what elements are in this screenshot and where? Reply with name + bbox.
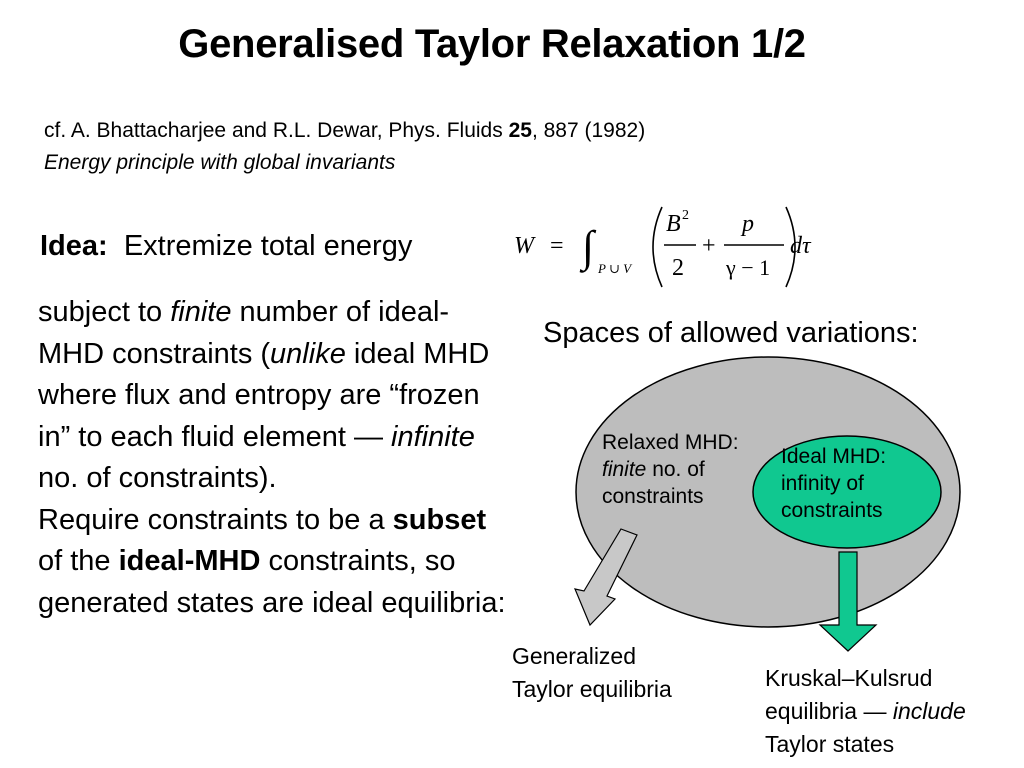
citation-volume: 25 [508, 119, 532, 142]
label-line: Ideal MHD: [781, 445, 887, 468]
body-run: constraints, so generated states are ide… [38, 545, 506, 619]
ideal-mhd-label: Ideal MHD: infinity of constraints [781, 443, 886, 524]
formula-lhs: W [514, 233, 536, 259]
body-run: ideal MHD where flux and entropy are “fr… [38, 337, 490, 453]
left-paren [652, 206, 663, 288]
label-line: constraints [781, 499, 883, 522]
formula-p: p [740, 211, 754, 237]
citation-suffix: , 887 (1982) [531, 119, 646, 142]
body-run: of the [38, 545, 119, 577]
body-emphasis: infinite [391, 420, 475, 453]
body-text: subject to finite number of ideal-MHD co… [38, 292, 508, 624]
formula-differential: dτ [790, 233, 812, 259]
formula-gamma: γ − 1 [725, 255, 770, 280]
ideal-mhd-space [752, 435, 942, 549]
grey-arrow-icon [574, 528, 638, 627]
formula-two: 2 [672, 255, 684, 281]
label-line: infinity of [781, 472, 864, 495]
idea-line: Idea: Extremize total energy [40, 230, 412, 263]
label-line: constraints [602, 485, 704, 508]
label-line: Relaxed MHD: [602, 431, 739, 454]
formula-equals: = [550, 233, 564, 259]
label-line: no. of [646, 458, 705, 481]
green-arrow-icon [818, 551, 878, 652]
energy-formula: W = ∫ P ∪ V B 2 2 + p γ − 1 dτ [514, 206, 812, 288]
body-run: number of ideal-MHD constraints ( [38, 296, 450, 370]
relaxed-mhd-label: Relaxed MHD: finite no. of constraints [602, 429, 739, 510]
right-paren [785, 206, 796, 288]
page-title: Generalised Taylor Relaxation 1/2 [178, 22, 806, 66]
formula-plus: + [702, 233, 716, 259]
body-emphasis: unlike [270, 337, 346, 370]
idea-text: Extremize total energy [123, 230, 413, 262]
body-run: subject to [38, 296, 171, 328]
idea-label: Idea: [40, 230, 108, 262]
label-line: Kruskal–Kulsrud [765, 665, 933, 691]
body-emphasis: finite [170, 296, 232, 328]
label-line: Generalized [512, 643, 637, 669]
body-strong: ideal-MHD [118, 545, 261, 577]
body-strong: subset [392, 503, 487, 536]
label-line: Taylor equilibria [512, 676, 672, 702]
label-line: Taylor states [765, 731, 895, 757]
reference-subtitle: Energy principle with global invariants [44, 151, 396, 174]
label-emphasis: finite [602, 458, 647, 481]
formula-integral: ∫ [579, 222, 597, 273]
citation-prefix: cf. A. Bhattacharjee and R.L. Dewar, Phy… [44, 119, 509, 142]
body-run: Require constraints to be a [38, 503, 393, 536]
formula-exponent: 2 [682, 208, 689, 223]
formula-b: B [666, 211, 681, 237]
formula-domain: P ∪ V [597, 261, 633, 276]
reference-citation: cf. A. Bhattacharjee and R.L. Dewar, Phy… [44, 117, 645, 145]
spaces-heading: Spaces of allowed variations: [543, 317, 919, 349]
label-emphasis: include [892, 698, 966, 724]
label-line: equilibria — [765, 698, 893, 724]
body-run: no. of constraints). [38, 462, 277, 494]
